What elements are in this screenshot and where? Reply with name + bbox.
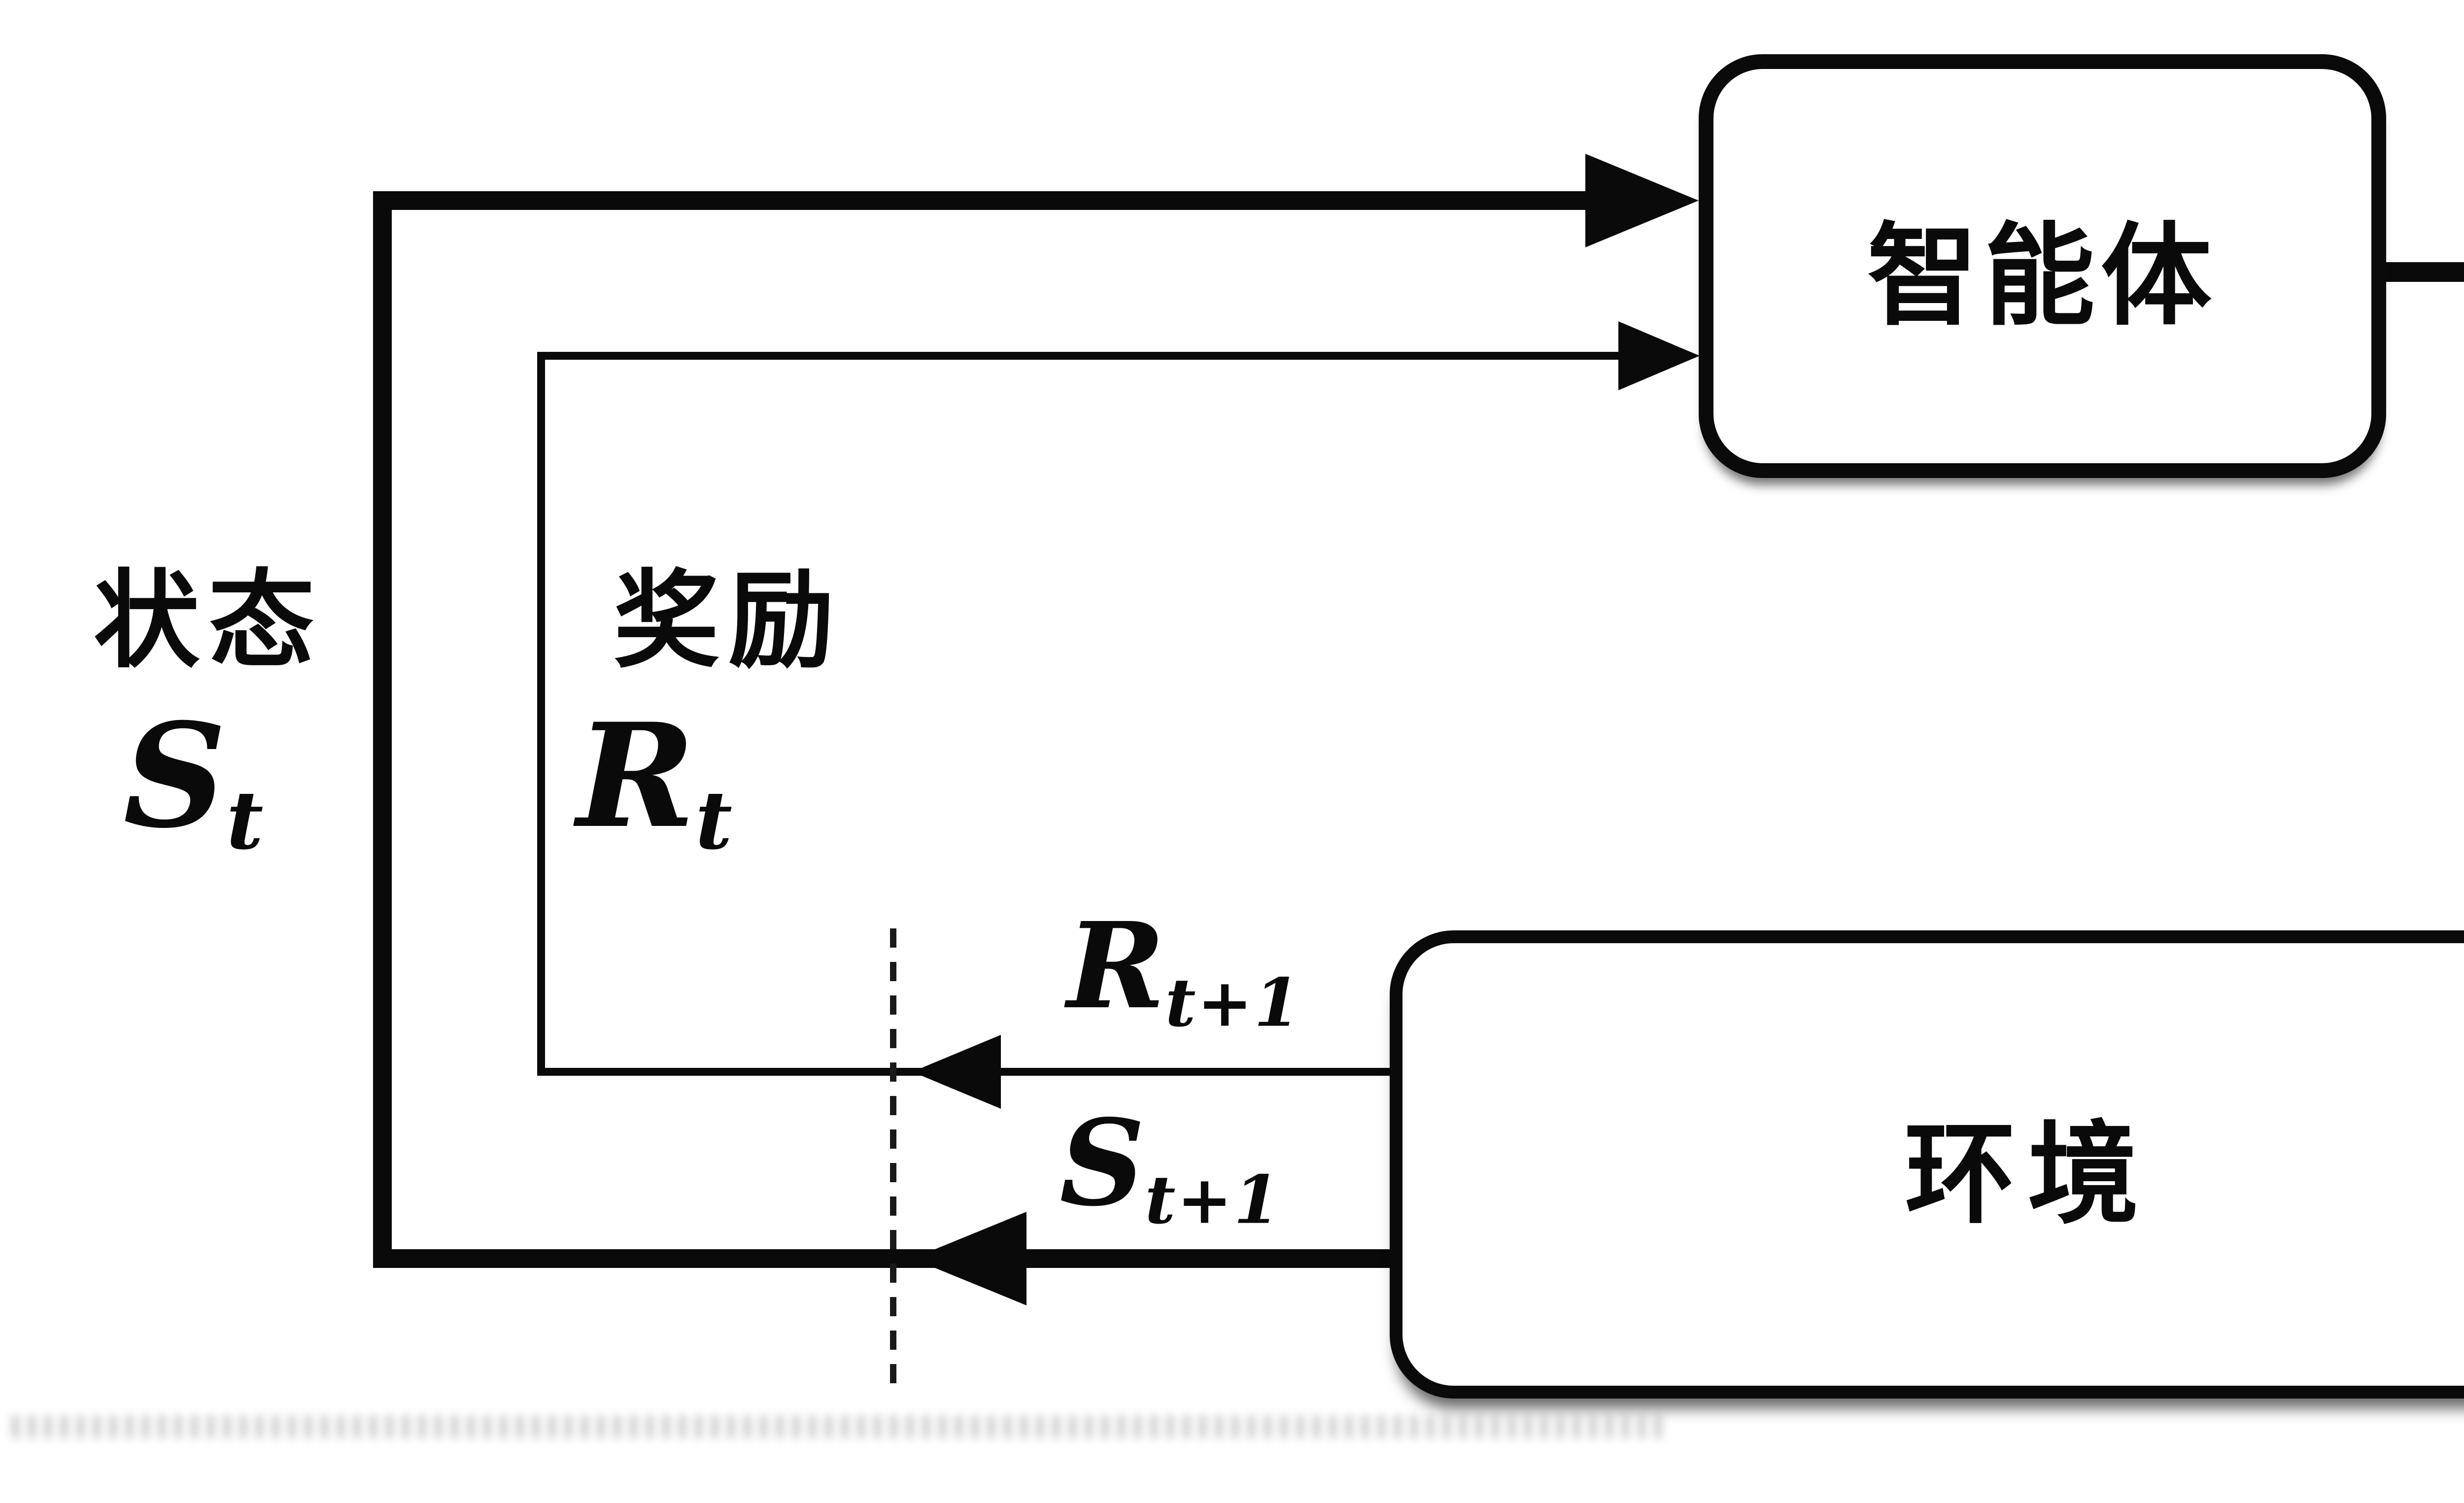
state-label: 状态 [94,563,323,681]
reward-symbol-subscript: t [695,774,734,868]
state-symbol-base: S [123,692,227,860]
reward-line-top [537,352,1621,360]
reward-symbol: Rt [577,705,734,861]
next-reward-arrowhead [912,1035,1001,1109]
next-reward-symbol-subscript: t+1 [1165,963,1301,1042]
time-step-boundary-dashed-line [890,928,896,1397]
reward-arrowhead-into-agent [1618,321,1700,390]
state-arrowhead-into-agent [1585,154,1699,247]
next-reward-symbol-base: R [1067,896,1165,1035]
environment-box: 环境 [1390,930,2464,1399]
next-reward-symbol: Rt+1 [1067,907,1301,1036]
next-state-line [373,1249,1403,1268]
state-symbol: St [123,705,265,861]
state-symbol-subscript: t [226,774,265,868]
state-line-vertical [373,191,392,1268]
reward-label: 奖励 [614,563,843,681]
agent-box: 智能体 [1699,54,2386,478]
next-state-symbol-subscript: t+1 [1145,1161,1281,1239]
next-state-symbol: St+1 [1060,1104,1281,1233]
agent-box-label: 智能体 [1867,215,2218,339]
next-state-arrowhead [912,1212,1027,1305]
next-state-symbol-base: S [1060,1093,1145,1232]
state-line-top [373,191,1586,210]
environment-box-label: 环境 [1905,1114,2151,1237]
reward-line-vertical [537,352,545,1076]
reward-symbol-base: R [577,692,696,860]
cropped-caption-remnant [12,1415,1668,1438]
